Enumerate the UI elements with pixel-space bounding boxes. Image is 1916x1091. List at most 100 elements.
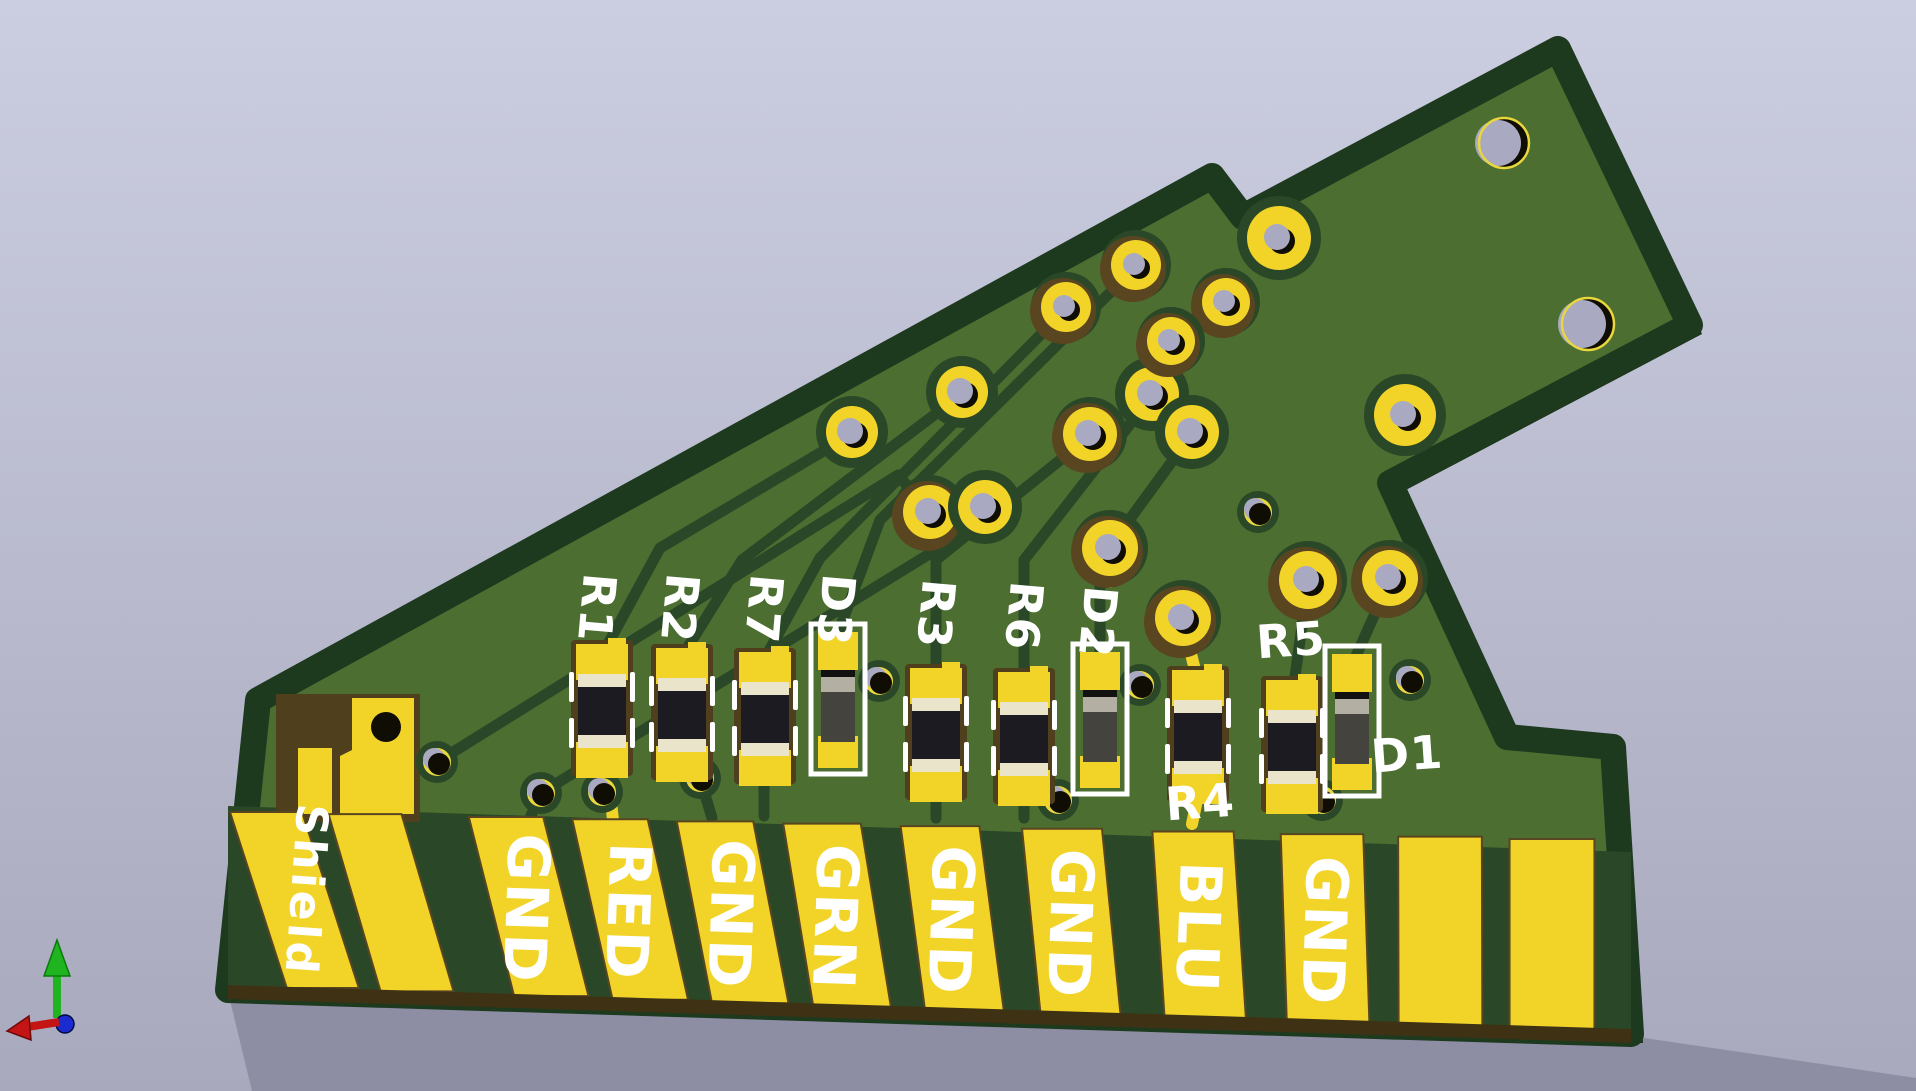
silkscreen-tick	[1165, 698, 1170, 728]
component-R5	[1259, 674, 1325, 814]
component-R6	[991, 666, 1057, 806]
silkscreen-tick	[569, 672, 574, 702]
via-hole	[532, 784, 554, 806]
resistor-terminal-bottom	[578, 735, 626, 748]
diode-pad-top	[818, 632, 858, 670]
edge-pad-blank-0	[228, 811, 361, 989]
resistor-pad-notch	[1298, 674, 1316, 686]
diode-pad-top	[1332, 654, 1372, 692]
pad-hole	[970, 493, 996, 519]
resistor-terminal-bottom	[1000, 763, 1048, 776]
edge-pad-copper	[327, 813, 455, 993]
pad-hole	[1375, 564, 1401, 590]
refdes-label-D3: D3	[806, 572, 866, 649]
silkscreen-tick	[630, 718, 635, 748]
silkscreen-tick	[793, 680, 798, 710]
edge-pad-BLU-8: BLU	[1151, 830, 1248, 1021]
edge-pad-label: BLU	[1162, 860, 1235, 994]
diode-silkscreen-outline	[1322, 643, 1382, 799]
through-hole-pad-9	[1237, 196, 1321, 280]
diode-body-edge	[821, 670, 855, 677]
component-R4	[1165, 664, 1231, 804]
via-hole	[1401, 671, 1423, 693]
silkscreen-tick	[1052, 700, 1057, 730]
edge-pad-label: RED	[592, 841, 665, 982]
shield-hole	[371, 712, 401, 742]
trace-dark-2	[596, 428, 858, 661]
pad-hole	[1075, 420, 1101, 446]
silkscreen-tick	[710, 676, 715, 706]
through-hole-pad-1	[926, 356, 998, 428]
via-4	[858, 660, 900, 702]
trace-dark-6	[930, 430, 1096, 678]
through-hole-pad-15	[1268, 541, 1347, 621]
through-hole-pad-14	[1144, 580, 1221, 658]
resistor-pad-notch	[688, 642, 706, 654]
resistor-terminal-top	[1268, 710, 1316, 723]
resistor-terminal-top	[741, 682, 789, 695]
refdes-label-D2: D2	[1068, 584, 1128, 661]
pad-hole	[1264, 224, 1290, 250]
edge-pad-copper	[1397, 835, 1484, 1029]
pad-hole	[1095, 534, 1121, 560]
silkscreen-tick	[964, 696, 969, 726]
edge-pad-label: GND	[490, 832, 563, 985]
refdes-label-D1: D1	[1369, 725, 1445, 784]
silkscreen-tick	[710, 722, 715, 752]
resistor-terminal-top	[658, 678, 706, 691]
refdes-label-R6: R6	[994, 579, 1054, 653]
silkscreen-tick	[569, 718, 574, 748]
silkscreen-tick	[732, 680, 737, 710]
pad-hole	[1158, 329, 1180, 351]
mount-hole-through	[1475, 120, 1521, 166]
resistor-terminal-bottom	[912, 759, 960, 772]
edge-pad-GND-7: GND	[1020, 827, 1122, 1017]
through-hole-pad-10	[1191, 268, 1260, 338]
edge-pad-label: GND	[1034, 848, 1107, 1001]
mount-hole-ring	[1477, 116, 1531, 170]
diode-cathode-stripe	[1083, 697, 1117, 712]
edge-pad-RED-3: RED	[571, 818, 690, 1001]
via-hole	[593, 783, 615, 805]
resistor-terminal-top	[912, 698, 960, 711]
diode-cathode-stripe	[821, 677, 855, 692]
resistor-terminal-top	[1000, 702, 1048, 715]
pad-hole	[1053, 295, 1075, 317]
x-axis-arrow-shaft	[26, 1018, 60, 1031]
through-hole-pad-3	[1100, 230, 1171, 302]
silkscreen-tick	[1226, 744, 1231, 774]
floor-shadow	[228, 992, 1916, 1091]
silkscreen-tick	[649, 722, 654, 752]
pad-hole	[1390, 401, 1416, 427]
through-hole-pad-8	[1155, 395, 1229, 469]
via-7	[1237, 491, 1279, 533]
shield-label: Shield	[275, 802, 338, 978]
silkscreen-tick	[630, 672, 635, 702]
component-D3	[808, 621, 868, 777]
refdes-label-R1: R1	[567, 571, 627, 645]
silkscreen-tick	[1259, 754, 1264, 784]
refdes-label-R2: R2	[650, 571, 710, 645]
pad-hole	[915, 498, 941, 524]
resistor-terminal-bottom	[1268, 771, 1316, 784]
pad-hole	[1177, 418, 1203, 444]
diode-silkscreen-outline	[808, 621, 868, 777]
pad-hole	[1213, 290, 1235, 312]
resistor-terminal-bottom	[658, 739, 706, 752]
edge-pad-GND-4: GND	[675, 820, 790, 1005]
via-2	[581, 771, 623, 813]
silkscreen-tick	[1165, 744, 1170, 774]
pad-hole	[1137, 380, 1163, 406]
pad-hole	[947, 378, 973, 404]
pad-hole	[1293, 566, 1319, 592]
through-hole-pad-16	[1351, 540, 1428, 618]
via-hole	[1131, 676, 1153, 698]
silkscreen-tick	[991, 746, 996, 776]
via-0	[416, 741, 458, 783]
edge-pad-label: GND	[914, 844, 987, 997]
component-R2	[649, 642, 715, 782]
